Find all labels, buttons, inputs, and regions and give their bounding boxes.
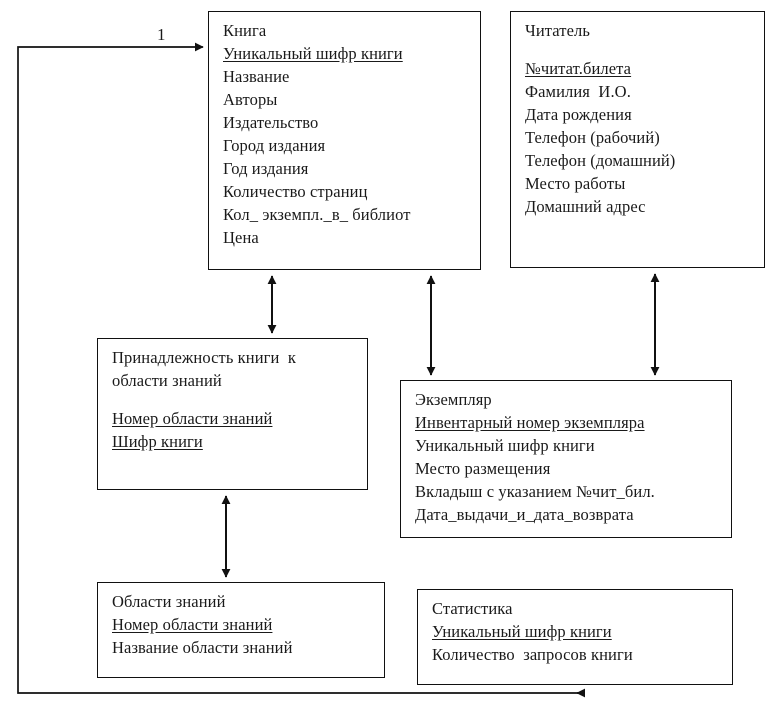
- entity-attribute: Цена: [223, 228, 259, 248]
- entity-attribute: Название области знаний: [112, 638, 293, 658]
- entity-attribute: Место работы: [525, 174, 626, 194]
- entity-title: Статистика: [432, 599, 513, 618]
- entity-attribute: Уникальный шифр книги: [415, 436, 595, 456]
- entity-attribute: Фамилия И.О.: [525, 82, 631, 102]
- entity-attribute: Дата рождения: [525, 105, 632, 125]
- entity-title: Области знаний: [112, 592, 226, 611]
- entity-attribute: Название: [223, 67, 290, 87]
- cardinality-label-one: 1: [157, 25, 166, 44]
- entity-title: Принадлежность книги к: [112, 348, 297, 367]
- entity-key-attribute: Уникальный шифр книги: [223, 44, 403, 64]
- entity-title: Читатель: [525, 21, 590, 40]
- entity-attribute: [525, 42, 754, 57]
- entity-attribute: Телефон (рабочий): [525, 128, 660, 148]
- entity-attribute: Телефон (домашний): [525, 151, 676, 171]
- entity-attribute: области знаний: [112, 371, 222, 391]
- entity-attribute: Количество страниц: [223, 182, 368, 202]
- entity-attribute: [112, 392, 357, 407]
- entity-attribute: Дата_выдачи_и_дата_возврата: [415, 505, 634, 525]
- entity-attribute: Издательство: [223, 113, 319, 133]
- entity-attribute: Количество запросов книги: [432, 645, 633, 665]
- entity-key-attribute: Инвентарный номер экземпляра: [415, 413, 645, 433]
- entity-attribute: Вкладыш с указанием №чит_бил.: [415, 482, 655, 502]
- entity-attribute: Год издания: [223, 159, 309, 179]
- entity-key-attribute: Номер области знаний: [112, 409, 273, 429]
- entity-attribute: Город издания: [223, 136, 326, 156]
- entity-attribute: Кол_ экземпл._в_ библиот: [223, 205, 411, 225]
- entity-attribute: Домашний адрес: [525, 197, 646, 217]
- entity-key-attribute: Шифр книги: [112, 432, 203, 452]
- entity-key-attribute: Номер области знаний: [112, 615, 273, 635]
- connector-statistika-kniga: [17, 42, 580, 694]
- entity-title: Книга: [223, 21, 267, 40]
- entity-attribute: Место размещения: [415, 459, 551, 479]
- entity-key-attribute: №читат.билета: [525, 59, 632, 79]
- entity-key-attribute: Уникальный шифр книги: [432, 622, 612, 642]
- entity-attribute: Авторы: [223, 90, 278, 110]
- entity-title: Экземпляр: [415, 390, 492, 409]
